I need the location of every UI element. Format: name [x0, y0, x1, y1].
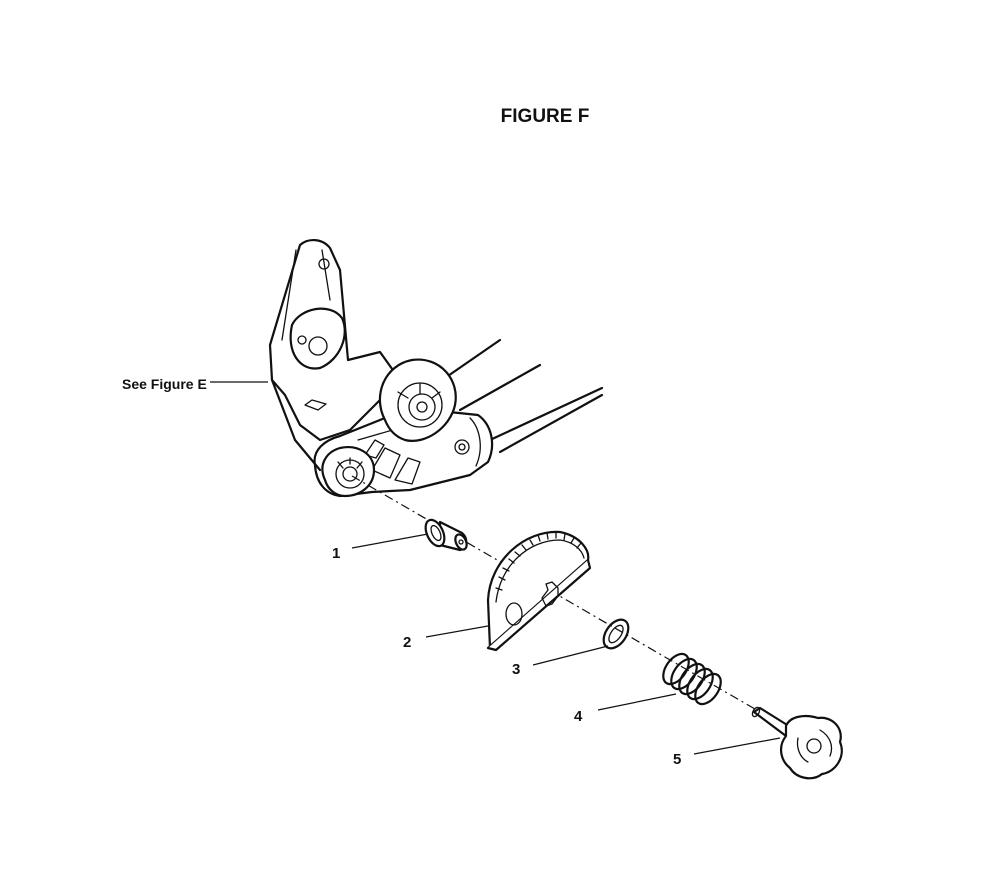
callout-5-label: 5: [673, 751, 681, 768]
figure-title: FIGURE F: [500, 106, 590, 127]
part-3-washer: [602, 618, 630, 650]
callout-2-label: 2: [403, 634, 411, 651]
part-2-scale-plate: [486, 530, 592, 652]
assembly-axis-line: [351, 475, 813, 743]
see-figure-e-label: See Figure E: [122, 376, 207, 392]
part-1-bushing: [424, 518, 468, 552]
guard-housing-assembly: [268, 239, 604, 498]
callout-3-leader: [532, 645, 609, 666]
callout-1-leader: [351, 533, 429, 549]
part-4-spring: [662, 652, 722, 706]
callout-5-leader: [693, 737, 781, 755]
callout-4-leader: [597, 693, 677, 711]
callout-3-label: 3: [512, 661, 520, 678]
callout-1-label: 1: [332, 545, 340, 562]
part-5-knob: [751, 706, 843, 780]
callout-2-leader: [425, 625, 489, 638]
callout-4-label: 4: [574, 708, 583, 725]
